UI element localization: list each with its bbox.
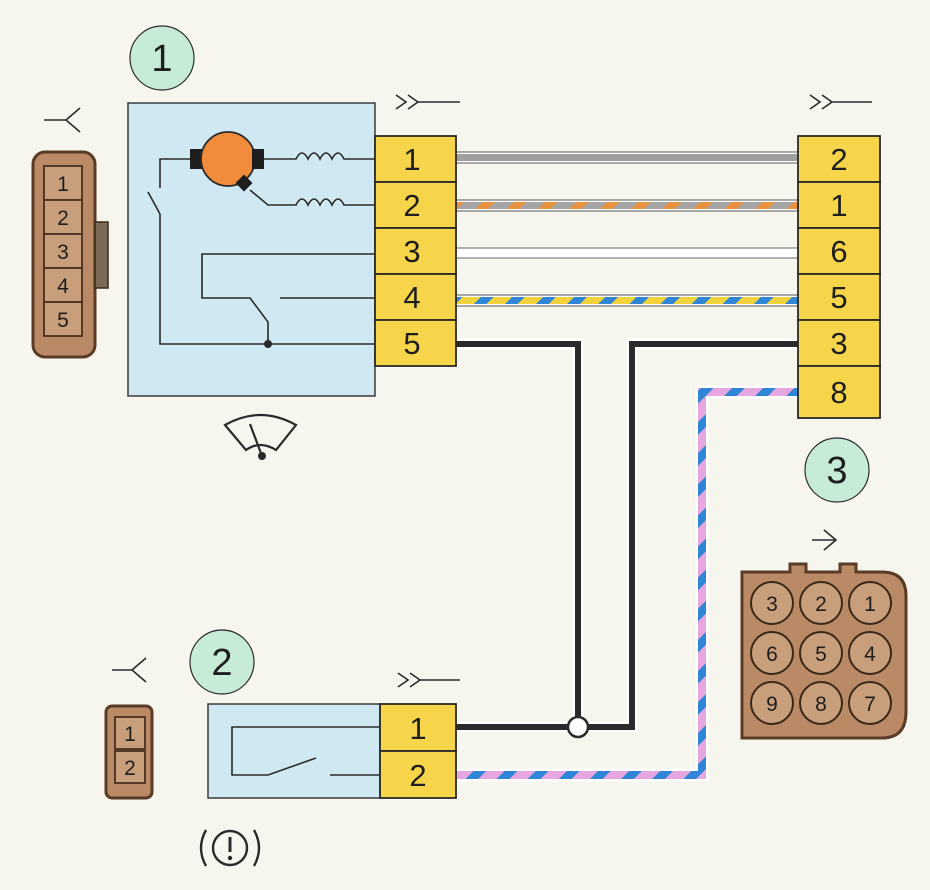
internal-circuit xyxy=(147,158,375,348)
component-3-pin-label: 8 xyxy=(830,375,847,410)
plug-arrow-icon xyxy=(397,672,460,688)
wire-1-1-to-3-2 xyxy=(454,151,801,164)
plug-3-pin-label: 7 xyxy=(864,693,876,716)
plug-3-pin-circle xyxy=(848,581,892,625)
component-3-pin-label: 3 xyxy=(830,326,847,361)
wires xyxy=(454,151,801,782)
component-2-plug-view: 1 2 xyxy=(104,657,154,800)
plug-3-pin-label: 2 xyxy=(815,593,827,616)
plug-2-pin-label: 1 xyxy=(124,723,136,746)
callout-1-label: 1 xyxy=(151,38,172,80)
wire-1-4-to-3-5 xyxy=(454,294,801,307)
callout-1-circle xyxy=(129,25,195,91)
plug-3-pin-circle xyxy=(750,681,794,725)
plug-3-pin-label: 1 xyxy=(864,593,876,616)
component-1-pin-label: 4 xyxy=(403,280,420,315)
wire-1-3-to-3-6 xyxy=(454,247,801,259)
wiper-icon xyxy=(223,414,298,460)
coil-icon xyxy=(249,152,375,207)
plug-1-pin-label: 2 xyxy=(57,207,69,230)
warning-icon xyxy=(199,829,261,867)
plug-3-pin-circle xyxy=(799,681,843,725)
plug-arrow-icon xyxy=(809,94,872,110)
component-2-pin-label: 2 xyxy=(409,758,426,793)
component-3-pin-cell xyxy=(797,273,881,321)
callout-3-label: 3 xyxy=(826,450,847,492)
callout-2-circle xyxy=(189,629,255,695)
plug-3-pin-grid: 3 2 1 6 5 4 9 8 7 xyxy=(750,581,892,725)
component-3-pin-cell xyxy=(797,181,881,229)
plug-3-pin-label: 6 xyxy=(766,643,778,666)
component-3-pin-cell xyxy=(797,319,881,367)
component-1-pin-label: 3 xyxy=(403,234,420,269)
wire-1-5-to-2-1 xyxy=(455,338,584,727)
switch-contact-icon xyxy=(231,726,380,776)
plug-3-pin-label: 4 xyxy=(864,643,876,666)
callout-3-circle xyxy=(804,437,870,503)
component-2: 2 1 2 1 2 xyxy=(104,629,460,867)
component-1-pin-cell xyxy=(374,181,457,229)
component-1-pins: 1 2 3 4 5 xyxy=(374,135,457,367)
wire-junction xyxy=(566,715,590,739)
component-1-plug-view: 1 2 3 4 5 xyxy=(31,107,109,359)
component-2-pin-label: 1 xyxy=(409,711,426,746)
plug-3-pin-circle xyxy=(848,631,892,675)
plug-1-pin-label: 3 xyxy=(57,241,69,264)
plug-3-pin-label: 5 xyxy=(815,643,827,666)
component-3-pins: 2 1 6 5 3 8 xyxy=(797,135,881,419)
plug-1-pin-label: 5 xyxy=(57,309,69,332)
wire-1-2-to-3-1 xyxy=(454,199,801,212)
component-3-pin-label: 2 xyxy=(830,142,847,177)
plug-3-pin-circle xyxy=(750,631,794,675)
plug-3-pin-circle xyxy=(799,631,843,675)
plug-3-pin-circle xyxy=(848,681,892,725)
plug-1-pin-label: 1 xyxy=(57,173,69,196)
component-1: 1 1 2 3 xyxy=(31,25,460,460)
plug-2-pin-label: 2 xyxy=(124,757,136,780)
component-1-pin-label: 1 xyxy=(403,142,420,177)
component-3-pin-label: 5 xyxy=(830,280,847,315)
plug-3-pin-label: 3 xyxy=(766,593,778,616)
callout-2-label: 2 xyxy=(211,642,232,684)
component-1-pin-cell xyxy=(374,273,457,321)
component-1-pin-label: 5 xyxy=(403,326,420,361)
component-2-pin-cell xyxy=(379,750,457,799)
plug-1-pin-label: 4 xyxy=(57,275,69,298)
plug-3-pin-circle xyxy=(799,581,843,625)
component-2-pins: 1 2 xyxy=(379,703,457,799)
component-2-pin-cell xyxy=(379,703,457,752)
motor-icon xyxy=(190,131,264,192)
wire-3-8-to-2-2 xyxy=(455,385,800,782)
component-3-pin-label: 1 xyxy=(830,188,847,223)
component-3-pin-label: 6 xyxy=(830,234,847,269)
component-1-pin-label: 2 xyxy=(403,188,420,223)
plug-3-pin-label: 8 xyxy=(815,693,827,716)
component-3-pin-cell xyxy=(797,135,881,183)
component-2-body xyxy=(207,703,381,799)
component-3-pin-cell xyxy=(797,365,881,419)
component-1-pin-cell xyxy=(374,319,457,367)
plug-arrow-icon xyxy=(395,94,460,110)
plug-3-pin-circle xyxy=(750,581,794,625)
plug-3-pin-label: 9 xyxy=(766,693,778,716)
